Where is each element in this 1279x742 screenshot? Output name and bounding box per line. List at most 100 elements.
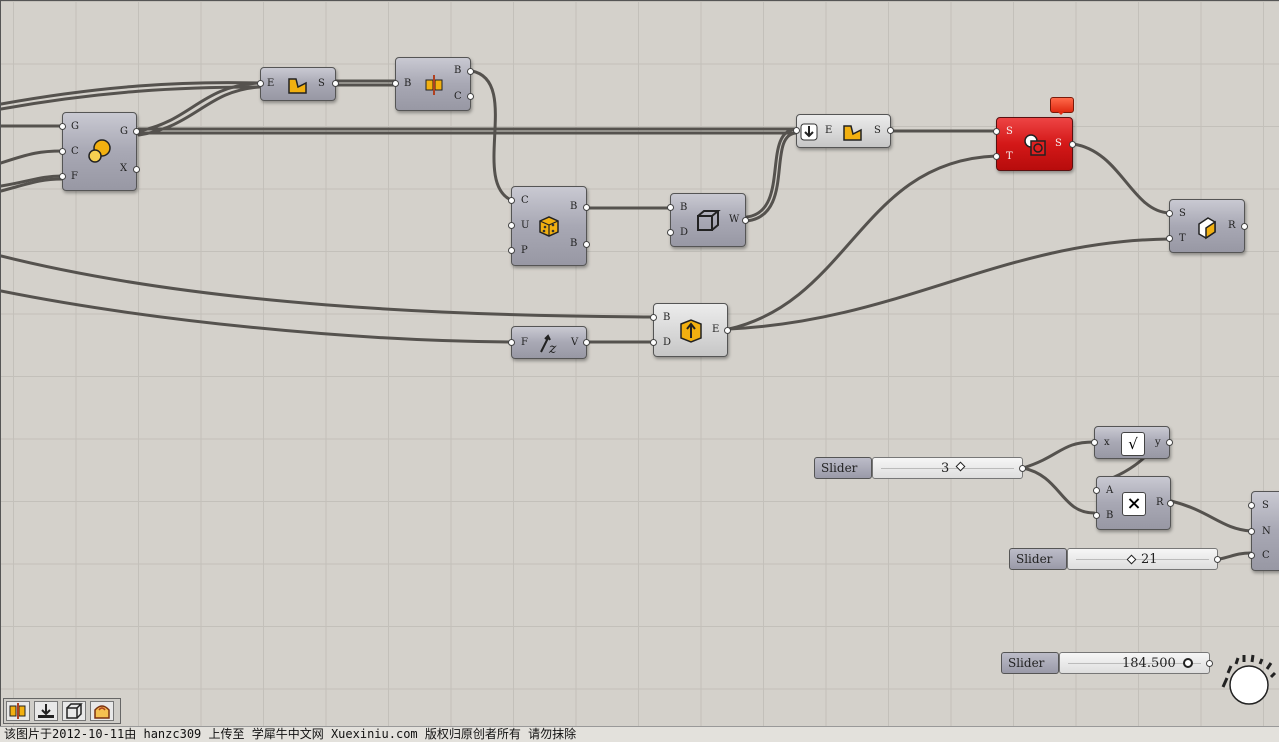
input-grip[interactable]	[508, 247, 515, 254]
input-grip[interactable]	[650, 339, 657, 346]
output-grip[interactable]	[467, 93, 474, 100]
slider-label[interactable]: Slider	[1001, 652, 1059, 674]
wire	[1, 289, 513, 344]
input-grip[interactable]	[1166, 235, 1173, 242]
wire	[745, 131, 798, 223]
slider-value: 3	[941, 461, 950, 476]
input-grip[interactable]	[508, 197, 515, 204]
unit-z-component[interactable]: F z V	[508, 326, 590, 359]
split-brep-component[interactable]: S T S	[993, 117, 1076, 171]
output-grip[interactable]	[1241, 223, 1248, 230]
input-grip[interactable]	[392, 80, 399, 87]
partial-component[interactable]: S N C	[1248, 491, 1279, 571]
output-grip[interactable]	[1167, 500, 1174, 507]
output-port-label: C	[454, 91, 462, 102]
output-port-label: S	[1055, 138, 1062, 149]
input-port-label: D	[663, 337, 672, 348]
input-grip[interactable]	[993, 128, 1000, 135]
input-grip[interactable]	[667, 229, 674, 236]
number-slider[interactable]: 184.500	[1059, 652, 1213, 674]
input-port-label: B	[404, 78, 412, 89]
input-grip[interactable]	[59, 173, 66, 180]
input-port-label: B	[663, 312, 671, 323]
input-grip[interactable]	[59, 123, 66, 130]
input-grip[interactable]	[793, 127, 800, 134]
zoom-dial-icon[interactable]	[1215, 651, 1277, 709]
output-grip[interactable]	[583, 241, 590, 248]
input-grip[interactable]	[1093, 487, 1100, 494]
input-port-label: F	[71, 171, 78, 182]
slider-rail	[881, 468, 1014, 469]
cap-surface-component[interactable]: S T R	[1166, 199, 1248, 253]
explode-curve-component[interactable]: E S	[257, 67, 339, 101]
output-grip[interactable]	[1214, 556, 1221, 563]
slider-handle[interactable]	[1183, 658, 1193, 668]
square-root-component[interactable]: x √ y	[1091, 426, 1173, 459]
centroid-component[interactable]: G C F G X	[59, 112, 140, 191]
download-icon[interactable]	[34, 701, 58, 721]
output-port-label: S	[874, 125, 881, 136]
output-grip[interactable]	[332, 80, 339, 87]
slider-handle[interactable]	[955, 461, 966, 472]
input-port-label: T	[1179, 233, 1186, 244]
input-grip[interactable]	[667, 204, 674, 211]
input-port-label: U	[521, 220, 530, 231]
input-grip[interactable]	[993, 153, 1000, 160]
wire	[1071, 142, 1171, 215]
wire	[1, 174, 64, 188]
input-grip[interactable]	[1248, 502, 1255, 509]
box-icon[interactable]	[62, 701, 86, 721]
centroid-icon	[88, 139, 111, 163]
output-grip[interactable]	[133, 166, 140, 173]
multiplication-component[interactable]: A B × R	[1093, 476, 1174, 530]
slider-handle[interactable]	[1126, 554, 1137, 565]
output-grip[interactable]	[887, 127, 894, 134]
output-grip[interactable]	[1019, 465, 1026, 472]
cube-component[interactable]: C U P B B	[508, 186, 590, 266]
deconstruct-box-component[interactable]: B B C	[392, 57, 474, 111]
warning-bubble[interactable]	[1050, 97, 1074, 115]
box-wireframe-component[interactable]: B D W	[667, 193, 749, 247]
input-grip[interactable]	[1091, 439, 1098, 446]
wire	[470, 69, 513, 202]
output-grip[interactable]	[133, 128, 140, 135]
output-grip[interactable]	[1166, 439, 1173, 446]
input-grip[interactable]	[508, 222, 515, 229]
input-grip[interactable]	[650, 314, 657, 321]
deconstruct-icon[interactable]	[6, 701, 30, 721]
output-grip[interactable]	[1069, 141, 1076, 148]
output-grip[interactable]	[1206, 660, 1213, 667]
input-grip[interactable]	[1093, 512, 1100, 519]
multiply-icon: ×	[1122, 492, 1146, 516]
number-slider[interactable]: 3	[872, 457, 1026, 479]
watermark-footer: 该图片于2012-10-11由 hanzc309 上传至 学犀牛中文网 Xuex…	[0, 726, 1279, 742]
input-port-label: T	[1006, 151, 1013, 162]
wire	[1217, 551, 1253, 561]
number-slider[interactable]: 21	[1067, 548, 1221, 570]
input-port-label: C	[71, 146, 79, 157]
bake-icon[interactable]	[90, 701, 114, 721]
slider-label[interactable]: Slider	[1009, 548, 1067, 570]
input-grip[interactable]	[257, 80, 264, 87]
output-grip[interactable]	[467, 68, 474, 75]
input-port-label: E	[825, 125, 833, 136]
input-port-label: D	[680, 227, 689, 238]
output-grip[interactable]	[583, 204, 590, 211]
output-grip[interactable]	[742, 217, 749, 224]
output-grip[interactable]	[583, 339, 590, 346]
input-port-label: S	[1006, 126, 1013, 137]
node-canvas[interactable]: E S B B C G C F G X	[0, 0, 1279, 726]
output-port-label: G	[120, 126, 128, 137]
extrude-component[interactable]: B D E	[650, 303, 731, 357]
input-port-label: C	[1262, 550, 1270, 561]
input-grip[interactable]	[1166, 210, 1173, 217]
explode-curve-component[interactable]: E S	[793, 114, 894, 148]
slider-label[interactable]: Slider	[814, 457, 872, 479]
input-grip[interactable]	[59, 148, 66, 155]
output-grip[interactable]	[724, 327, 731, 334]
input-grip[interactable]	[508, 339, 515, 346]
slider-value: 21	[1141, 552, 1158, 567]
input-grip[interactable]	[1248, 528, 1255, 535]
input-port-label: P	[521, 245, 528, 256]
input-grip[interactable]	[1248, 552, 1255, 559]
